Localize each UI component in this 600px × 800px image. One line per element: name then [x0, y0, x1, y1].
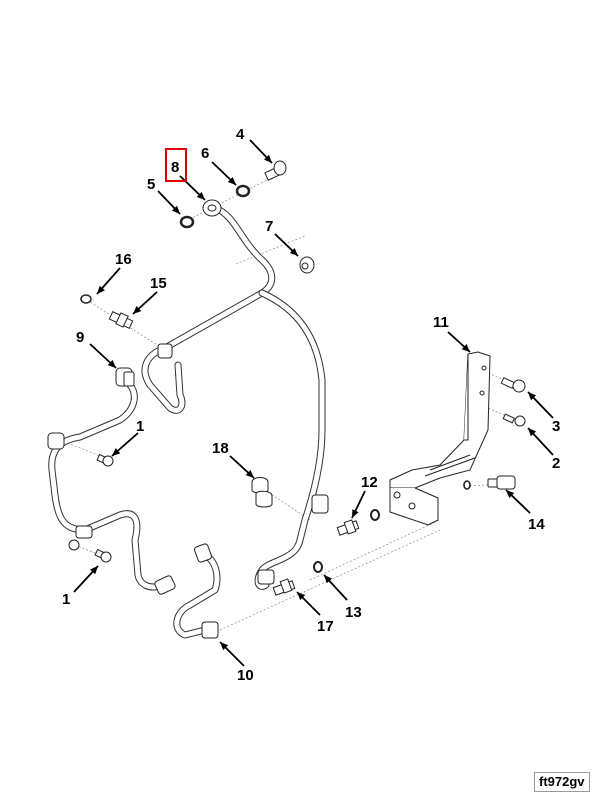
callout-12[interactable]: 12: [361, 474, 378, 491]
fitting-part: [336, 519, 360, 536]
arrowhead-icon: [324, 575, 332, 584]
clamp-part: [75, 525, 93, 539]
fitting-part: [311, 494, 329, 514]
callout-2[interactable]: 2: [552, 455, 560, 472]
callout-18[interactable]: 18: [212, 440, 229, 457]
assembly-lines: [59, 175, 516, 631]
bolt-part: [500, 377, 526, 393]
callout-15[interactable]: 15: [150, 275, 167, 292]
callout-13[interactable]: 13: [345, 604, 362, 621]
arrowhead-icon: [220, 642, 229, 651]
callout-labels: 4 6 8 5 7 16 15 9 11 3 2 1 1 18 12 14 13…: [62, 126, 560, 684]
arrowhead-icon: [461, 344, 470, 352]
washer-part: [235, 184, 251, 198]
bolt-part: [94, 548, 112, 563]
arrowhead-icon: [196, 191, 205, 200]
callout-4[interactable]: 4: [236, 126, 245, 143]
arrowhead-icon: [97, 285, 105, 294]
arrowhead-icon: [528, 392, 537, 401]
arrowhead-icon: [107, 360, 116, 368]
cap-part: [299, 256, 315, 274]
parts: [47, 160, 526, 639]
clamp-part: [68, 539, 80, 551]
figure-id-label: ft972gv: [534, 772, 590, 792]
arrowhead-icon: [506, 490, 515, 499]
arrowhead-icon: [133, 306, 142, 314]
washer-part: [313, 561, 323, 573]
callout-1[interactable]: 1: [62, 591, 70, 608]
bolt-part: [96, 453, 114, 467]
arrowhead-icon: [112, 448, 121, 456]
callout-5[interactable]: 5: [147, 176, 155, 193]
washer-part: [179, 215, 195, 229]
fitting-part: [194, 543, 212, 563]
fitting-part: [108, 311, 134, 329]
callout-16[interactable]: 16: [115, 251, 132, 268]
arrowhead-icon: [263, 154, 272, 163]
callout-1[interactable]: 1: [136, 418, 144, 435]
callout-10[interactable]: 10: [237, 667, 254, 684]
callout-3[interactable]: 3: [552, 418, 560, 435]
callout-9[interactable]: 9: [76, 329, 84, 346]
nut-part: [154, 575, 176, 595]
fitting-part: [257, 569, 275, 585]
banjo-bolt-part: [264, 160, 287, 181]
callout-8[interactable]: 8: [171, 159, 179, 176]
arrowhead-icon: [90, 566, 98, 575]
connector-part: [157, 343, 173, 359]
callout-6[interactable]: 6: [201, 145, 209, 162]
fitting-part: [201, 621, 219, 639]
banjo-fitting-part: [202, 199, 222, 217]
clamp-part: [47, 432, 65, 450]
bracket-part: [389, 351, 491, 526]
callout-11[interactable]: 11: [433, 314, 449, 331]
arrowhead-icon: [297, 592, 306, 601]
arrowhead-icon: [171, 205, 180, 214]
arrowhead-icon: [528, 428, 537, 437]
arrowhead-icon: [245, 470, 254, 478]
callout-14[interactable]: 14: [528, 516, 545, 533]
arrowhead-icon: [289, 247, 298, 256]
fitting-part: [272, 578, 296, 596]
callout-7[interactable]: 7: [265, 218, 273, 235]
fitting-part: [463, 475, 516, 490]
o-ring-part: [80, 294, 92, 304]
nut-part: [115, 367, 135, 387]
callout-17[interactable]: 17: [317, 618, 334, 635]
arrowhead-icon: [352, 509, 359, 518]
callout-arrows: [73, 139, 554, 667]
bolt-part: [502, 413, 526, 427]
highlight-box: [165, 148, 187, 182]
clip-part: [251, 477, 273, 508]
o-ring-part: [370, 509, 380, 521]
arrowhead-icon: [227, 176, 236, 185]
